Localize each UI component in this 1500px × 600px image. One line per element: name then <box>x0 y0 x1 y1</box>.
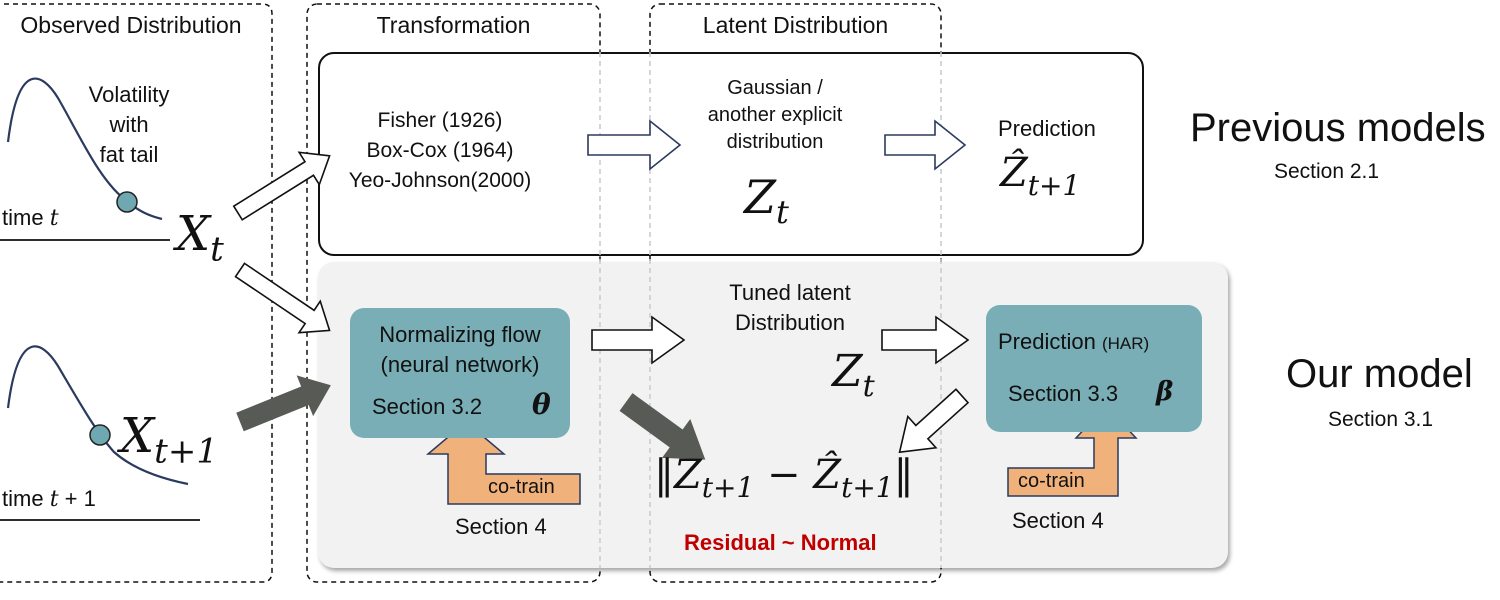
observation-dot-bottom <box>89 424 111 446</box>
residual-expression: ‖Zt+1 − Ẑt+1‖ <box>654 452 914 504</box>
arrow-xt1-to-flow <box>236 375 331 432</box>
prediction-label-prev: Prediction <box>998 116 1096 141</box>
tuned-latent-label: Tuned latent Distribution <box>729 280 851 335</box>
arrow-transform-to-latent-prev <box>587 119 682 171</box>
previous-models-section: Section 2.1 <box>1274 160 1380 183</box>
arrow-latent-to-prediction-prev <box>884 119 967 171</box>
our-model-section: Section 3.1 <box>1328 408 1434 431</box>
z-t-prev: Zt <box>744 170 789 232</box>
z-hat-prev: Ẑt+1 <box>1000 150 1081 202</box>
prediction-har-box: Prediction (HAR) Section 3.3 β <box>986 305 1202 432</box>
arrow-prediction-to-residual <box>898 388 970 454</box>
cotrain-label-prediction: co-train <box>1018 470 1085 492</box>
fat-tail-curve-top <box>6 77 163 221</box>
time-t-label: time t <box>2 205 59 231</box>
section4-label-prediction: Section 4 <box>1012 508 1104 533</box>
residual-normal-label: Residual ~ Normal <box>684 530 877 555</box>
arrow-tuned-to-prediction <box>881 315 970 365</box>
arrow-xt-to-flow <box>234 262 331 334</box>
cotrain-label-flow: co-train <box>488 476 555 498</box>
our-model-title: Our model <box>1286 352 1473 396</box>
arrow-flow-to-residual <box>619 393 706 460</box>
latent-column-title: Latent Distribution <box>702 12 889 38</box>
z-t-ours: Zt <box>832 346 875 404</box>
section4-label-flow: Section 4 <box>455 514 547 539</box>
theta-symbol: θ <box>532 388 551 421</box>
normalizing-flow-label: Normalizing flow (neural network) <box>379 322 541 377</box>
observation-dot-top <box>116 191 138 213</box>
fat-tail-curve-bottom <box>6 345 189 486</box>
normalizing-flow-section: Section 3.2 <box>372 394 483 419</box>
time-t1-label: time t + 1 <box>2 486 96 512</box>
observed-column-title: Observed Distribution <box>20 12 242 38</box>
x-t1-symbol: Xt+1 <box>120 408 218 472</box>
arrow-flow-to-tuned <box>591 315 686 365</box>
cotrain-arrow-flow-shape <box>425 421 581 505</box>
normalizing-flow-box: Normalizing flow (neural network) Sectio… <box>350 308 570 438</box>
previous-models-title: Previous models <box>1190 106 1486 150</box>
latent-distribution-prev: Gaussian / another explicit distribution <box>707 77 843 153</box>
arrow-xt-to-transforms <box>232 151 331 221</box>
x-t-symbol: Xt <box>176 206 224 270</box>
prediction-section: Section 3.3 <box>1008 381 1119 406</box>
prediction-har-label: Prediction (HAR) <box>998 329 1150 354</box>
transform-list: Fisher (1926) Box-Cox (1964) Yeo-Johnson… <box>348 109 532 192</box>
volatility-label: Volatility with fat tail <box>88 82 170 167</box>
previous-models-box <box>318 52 1144 256</box>
beta-symbol: β <box>1156 377 1174 407</box>
transformation-column-title: Transformation <box>376 12 531 38</box>
